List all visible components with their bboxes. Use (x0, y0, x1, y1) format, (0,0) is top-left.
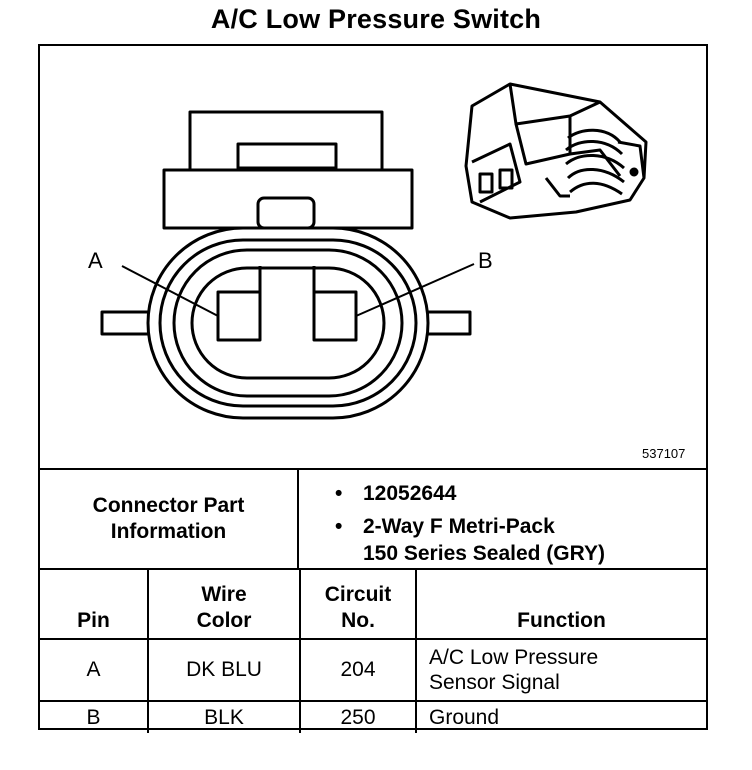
row-pin: B (40, 700, 149, 733)
connector-frame: A B 537107 Connector Part Information • 1… (38, 44, 708, 733)
row-wire-color: BLK (147, 700, 301, 733)
row-circuit: 250 (299, 700, 417, 733)
connector-desc-item: • 2-Way F Metri-Pack (335, 513, 605, 540)
row-function: Ground (415, 700, 706, 733)
pin-a-label: A (88, 248, 103, 273)
connector-photo-sketch-icon (464, 82, 648, 220)
header-pin: Pin (40, 570, 149, 640)
connector-part-info-row: Connector Part Information • 12052644 • 2-… (40, 468, 706, 570)
bullet-icon: • (335, 482, 343, 505)
connector-part-info-values: • 12052644 • 2-Way F Metri-Pack 150 Series… (335, 480, 605, 567)
figure-id: 537107 (642, 446, 686, 461)
table-row: B BLK 250 Ground (40, 700, 706, 733)
row-wire-color: DK BLU (147, 638, 301, 702)
bullet-icon: • (335, 515, 343, 538)
part-number: 12052644 (363, 482, 457, 505)
header-function: Function (415, 570, 706, 640)
diagram-title: A/C Low Pressure Switch (210, 4, 542, 34)
connector-part-info-label-line1: Connector Part (92, 494, 245, 517)
connector-part-info-label: Connector Part Information (40, 470, 299, 568)
two-way-connector-drawing-icon (100, 82, 648, 420)
row-pin: A (40, 638, 149, 702)
row-circuit: 204 (299, 638, 417, 702)
connector-diagram: A B 537107 (40, 46, 706, 468)
pin-b-label: B (478, 248, 493, 273)
connector-desc-line2: 150 Series Sealed (GRY) (363, 542, 606, 565)
part-number-item: • 12052644 (335, 480, 605, 507)
connector-desc-line1: 2-Way F Metri-Pack (363, 515, 555, 538)
connector-part-info-label-line2: Information (110, 520, 227, 543)
